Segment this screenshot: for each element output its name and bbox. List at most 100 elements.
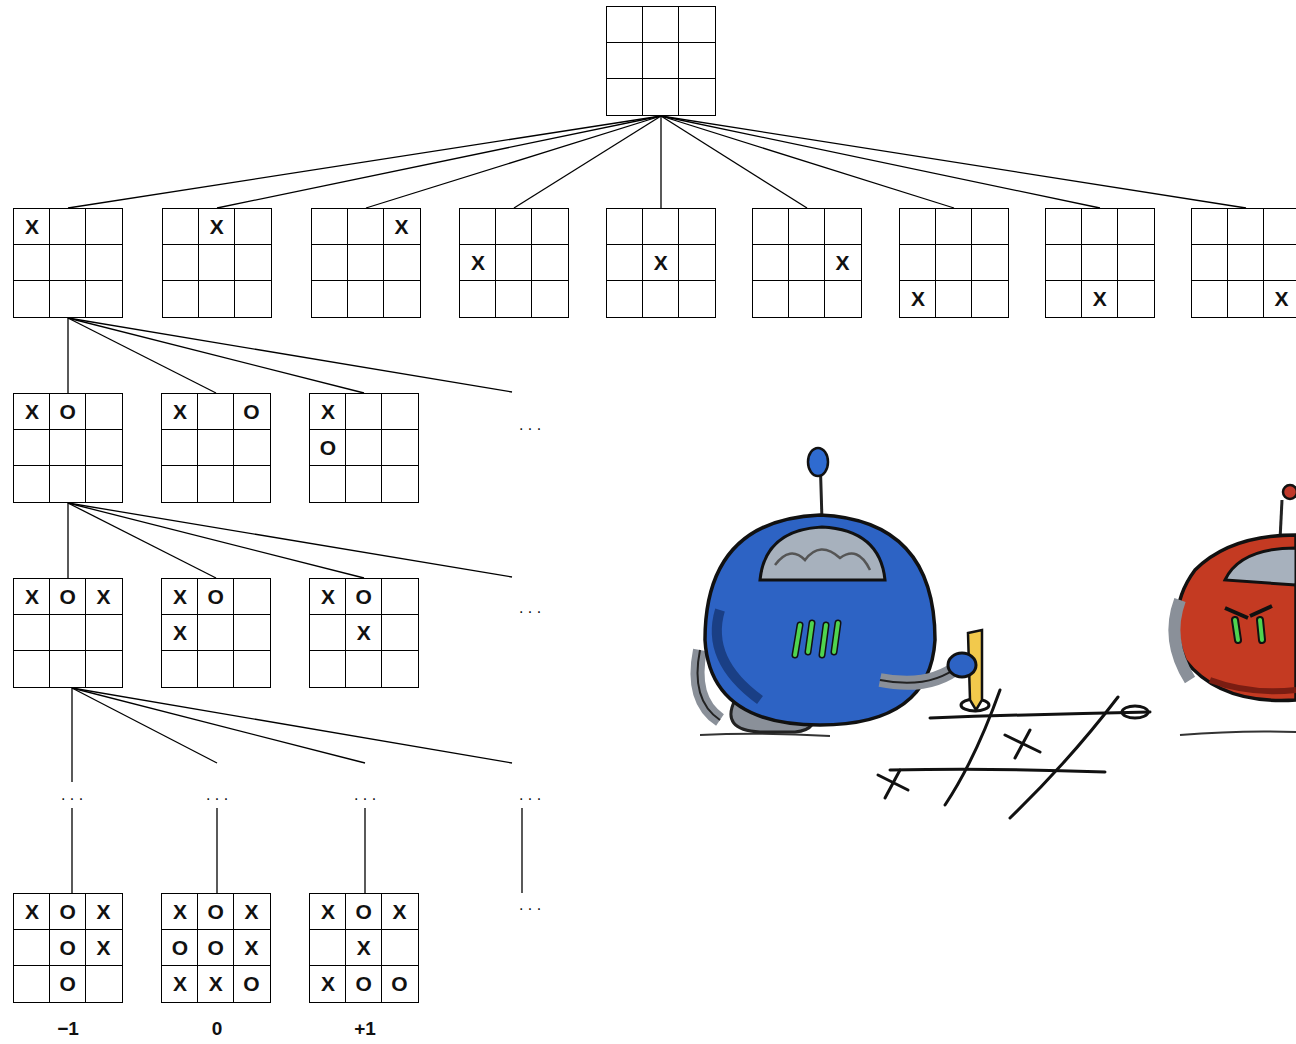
tree-edge xyxy=(661,116,807,208)
board-mark: X xyxy=(310,966,346,1002)
board-mark: X xyxy=(162,579,198,615)
ground-stroke xyxy=(1180,731,1296,735)
grid-line xyxy=(14,965,122,966)
grid-line xyxy=(233,894,234,1002)
grid-line xyxy=(310,614,418,615)
board-mark: O xyxy=(346,966,382,1002)
board-state: XO xyxy=(309,393,419,503)
grid-line xyxy=(85,579,86,687)
board-state: XOX xyxy=(161,578,271,688)
grid-line xyxy=(642,7,643,115)
tree-edge xyxy=(68,116,661,208)
grid-line xyxy=(642,209,643,317)
grid-line xyxy=(49,209,50,317)
red-robot xyxy=(1174,485,1296,701)
board-mark: X xyxy=(14,579,50,615)
board-mark: X xyxy=(86,579,122,615)
grid-line xyxy=(310,929,418,930)
tree-edge-line xyxy=(68,503,216,578)
grid-line xyxy=(310,650,418,651)
grid-line xyxy=(14,244,122,245)
tree-edge-line xyxy=(68,503,364,578)
grid-line xyxy=(162,965,270,966)
tree-edge xyxy=(68,503,216,578)
tree-edge xyxy=(217,116,661,208)
tree-edge xyxy=(661,116,1246,208)
grid-line xyxy=(310,965,418,966)
grid-line xyxy=(753,244,861,245)
board-mark: O xyxy=(198,894,234,930)
board-mark: X xyxy=(346,615,382,651)
grid-line xyxy=(607,244,715,245)
grid-line xyxy=(162,465,270,466)
board-state: XOXOXO xyxy=(13,893,123,1003)
grid-line xyxy=(607,78,715,79)
board-mark: X xyxy=(1082,281,1118,317)
tree-edge xyxy=(661,116,1100,208)
grid-line xyxy=(163,280,271,281)
tree-edge-line xyxy=(661,116,1246,208)
board-state: XOXXXOO xyxy=(309,893,419,1003)
ellipsis-label: . . . xyxy=(61,787,83,803)
grid-line xyxy=(1192,280,1296,281)
board-mark: X xyxy=(384,209,420,245)
tree-edge-line xyxy=(366,116,661,208)
board-mark: X xyxy=(86,930,122,966)
board-mark: X xyxy=(825,245,861,281)
grid-line xyxy=(753,280,861,281)
tree-edge-line xyxy=(67,503,68,578)
grid-line xyxy=(233,579,234,687)
grid-line xyxy=(162,429,270,430)
ellipsis-label: . . . xyxy=(519,600,541,616)
grid-line xyxy=(607,42,715,43)
board-mark: X xyxy=(1264,281,1296,317)
board-mark: X xyxy=(310,394,346,430)
board-mark: O xyxy=(346,894,382,930)
grid-line xyxy=(381,894,382,1002)
board-state: X xyxy=(13,208,123,318)
grid-line xyxy=(531,209,532,317)
board-mark: X xyxy=(234,930,270,966)
grid-line xyxy=(824,209,825,317)
board-state: X xyxy=(311,208,421,318)
board-state: XO xyxy=(13,393,123,503)
board-mark: X xyxy=(198,966,234,1002)
tree-edge xyxy=(661,116,662,208)
board-state: X xyxy=(1191,208,1296,318)
blue-robot xyxy=(698,448,983,732)
board-state: X xyxy=(752,208,862,318)
board-state: XOX xyxy=(13,578,123,688)
grid-line xyxy=(900,280,1008,281)
grid-line xyxy=(234,209,235,317)
grid-line xyxy=(1192,244,1296,245)
board-mark: X xyxy=(14,209,50,245)
grid-line xyxy=(85,209,86,317)
tree-edge xyxy=(68,318,364,393)
tree-edge-line xyxy=(661,116,807,208)
grid-line xyxy=(197,894,198,1002)
tree-edge xyxy=(68,503,364,578)
board-state: X xyxy=(606,208,716,318)
grid-line xyxy=(381,394,382,502)
tree-edge-line xyxy=(68,318,216,393)
board-mark: X xyxy=(900,281,936,317)
grid-line xyxy=(197,579,198,687)
grid-line xyxy=(162,929,270,930)
tree-edge xyxy=(661,116,954,208)
board-mark: O xyxy=(50,579,86,615)
grid-line xyxy=(14,429,122,430)
grid-line xyxy=(935,209,936,317)
tree-edge-line xyxy=(68,116,661,208)
board-mark: X xyxy=(86,894,122,930)
ellipsis-leaders xyxy=(68,318,522,895)
board-mark: O xyxy=(50,394,86,430)
board-mark: X xyxy=(234,894,270,930)
grid-line xyxy=(678,209,679,317)
board-mark: X xyxy=(14,394,50,430)
board-state: XOXOOXXXO xyxy=(161,893,271,1003)
tree-edge-line xyxy=(217,116,661,208)
ellipsis-label: . . . xyxy=(206,787,228,803)
board-mark: X xyxy=(162,894,198,930)
board-mark: X xyxy=(199,209,235,245)
